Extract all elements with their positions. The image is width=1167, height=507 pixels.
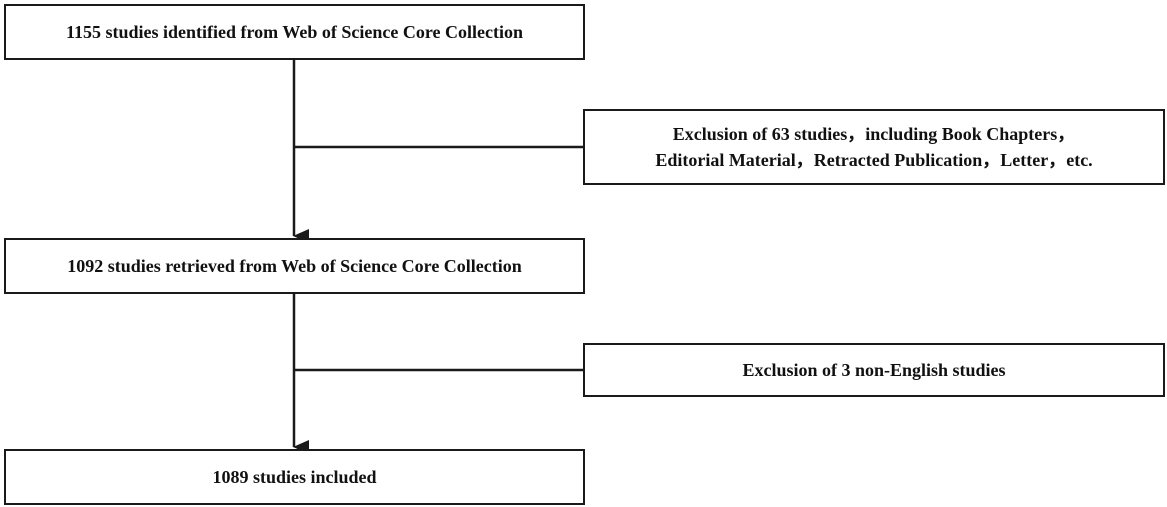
included-studies-text: 1089 studies included bbox=[212, 466, 377, 487]
exclusion-1-line-1: Exclusion of 63 studies，including Book C… bbox=[672, 123, 1076, 144]
exclusion-1-line-2: Editorial Material，Retracted Publication… bbox=[655, 150, 1093, 170]
exclusion-2-box: Exclusion of 3 non-English studies bbox=[583, 343, 1165, 397]
exclusion-1-box: Exclusion of 63 studies，including Book C… bbox=[583, 109, 1165, 185]
exclusion-2-text: Exclusion of 3 non-English studies bbox=[742, 359, 1006, 380]
exclusion-1-text: Exclusion of 63 studies，including Book C… bbox=[655, 121, 1092, 173]
retrieved-studies-box: 1092 studies retrieved from Web of Scien… bbox=[4, 238, 585, 294]
included-studies-box: 1089 studies included bbox=[4, 449, 585, 505]
identified-studies-text: 1155 studies identified from Web of Scie… bbox=[66, 21, 523, 42]
retrieved-studies-text: 1092 studies retrieved from Web of Scien… bbox=[67, 255, 522, 276]
identified-studies-box: 1155 studies identified from Web of Scie… bbox=[4, 4, 585, 60]
